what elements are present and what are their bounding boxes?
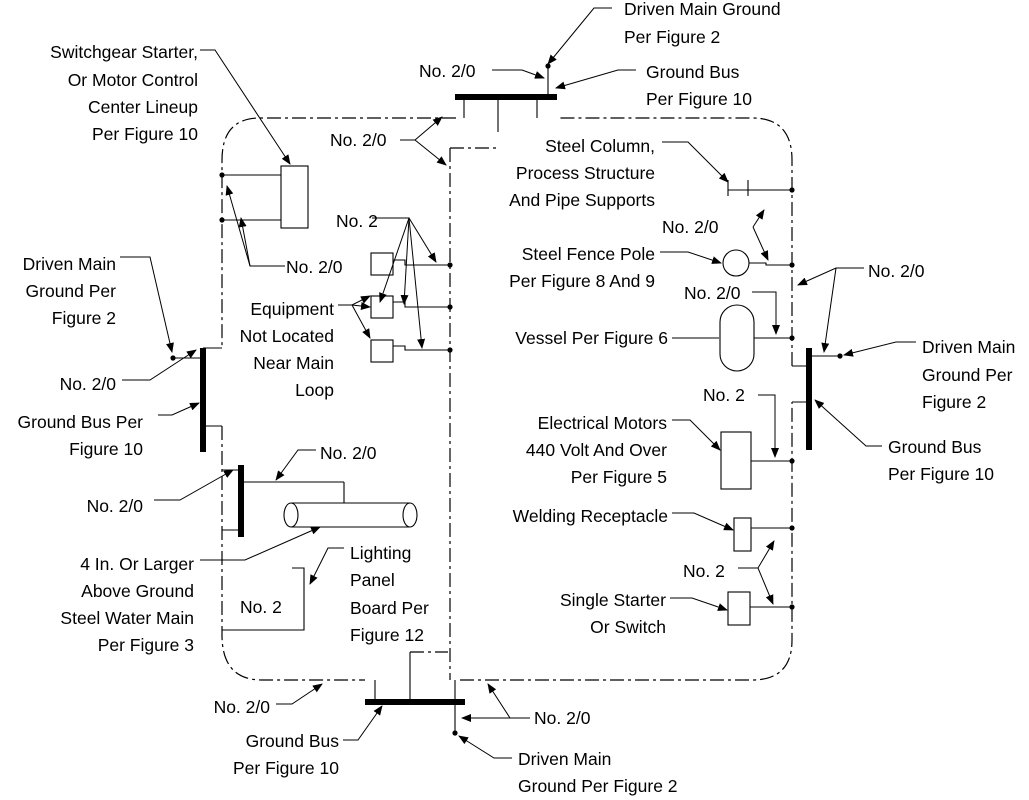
label-equipment-3: Near Main <box>253 353 334 373</box>
label-ground-bus-bottom-1: Ground Bus <box>246 731 340 751</box>
label-driven-main-left-1: Driven Main <box>23 254 116 274</box>
ground-bus-left <box>170 347 222 452</box>
label-ground-bus-top-2: Per Figure 10 <box>646 89 752 109</box>
label-no20-bottom-left: No. 2/0 <box>214 697 271 717</box>
label-no20-water-upper: No. 2/0 <box>320 443 377 463</box>
label-no20-upper-mid: No. 2/0 <box>330 130 387 150</box>
label-no2-lighting: No. 2 <box>240 597 282 617</box>
label-driven-main-right-1: Driven Main <box>922 337 1015 357</box>
label-steel-column-2: Process Structure <box>516 163 655 183</box>
label-steel-column-3: And Pipe Supports <box>509 190 655 210</box>
label-driven-main-ground-top-2: Per Figure 2 <box>624 27 720 47</box>
label-ground-bus-right-1: Ground Bus <box>888 437 982 457</box>
ground-bus-right <box>792 348 843 450</box>
label-no20-water-left: No. 2/0 <box>87 496 144 516</box>
label-steel-fence-2: Per Figure 8 And 9 <box>509 271 655 291</box>
label-lighting-2: Panel <box>350 570 395 590</box>
label-motors-2: 440 Volt And Over <box>526 440 667 460</box>
label-lighting-1: Lighting <box>350 543 411 563</box>
label-water-main-4: Per Figure 3 <box>98 635 194 655</box>
label-water-main-1: 4 In. Or Larger <box>80 554 194 574</box>
label-lighting-4: Figure 12 <box>350 625 424 645</box>
label-no20-right-bus: No. 2/0 <box>868 261 925 281</box>
lighting-panel <box>222 567 305 631</box>
label-switchgear-4: Per Figure 10 <box>92 124 198 144</box>
main-ground-loop <box>221 117 793 681</box>
label-equipment-1: Equipment <box>250 299 334 319</box>
label-no20-switchgear: No. 2/0 <box>286 257 343 277</box>
label-driven-main-ground-top-1: Driven Main Ground <box>624 0 781 19</box>
labels: Driven Main Ground Per Figure 2 No. 2/0 … <box>18 0 1016 796</box>
remote-equipment <box>370 252 453 363</box>
label-motors-1: Electrical Motors <box>538 413 668 433</box>
switchgear-box <box>219 165 309 229</box>
label-no20-bottom-right: No. 2/0 <box>534 708 591 728</box>
label-no20-vessel: No. 2/0 <box>684 283 741 303</box>
steel-column <box>727 180 795 196</box>
label-steel-fence-1: Steel Fence Pole <box>522 244 655 264</box>
label-no20-left-bus: No. 2/0 <box>60 374 117 394</box>
label-starter-1: Single Starter <box>560 590 666 610</box>
label-driven-main-right-2: Ground Per <box>922 365 1013 385</box>
leader-lines <box>120 7 916 759</box>
label-welding: Welding Receptacle <box>513 506 668 526</box>
water-main-pipe <box>283 502 418 528</box>
label-ground-bus-left-2: Figure 10 <box>69 439 143 459</box>
label-ground-bus-top-1: Ground Bus <box>646 62 740 82</box>
label-no2-equipment: No. 2 <box>336 211 378 231</box>
label-motors-3: Per Figure 5 <box>571 467 667 487</box>
label-driven-main-bottom-1: Driven Main <box>518 749 611 769</box>
label-ground-bus-left-1: Ground Bus Per <box>18 412 144 432</box>
label-switchgear-2: Or Motor Control <box>68 70 198 90</box>
fence-pole <box>722 249 795 277</box>
label-no20-top: No. 2/0 <box>419 61 476 81</box>
label-ground-bus-right-2: Per Figure 10 <box>888 464 994 484</box>
label-water-main-2: Above Ground <box>81 581 194 601</box>
welding-receptacle <box>733 517 795 552</box>
label-driven-main-right-3: Figure 2 <box>922 392 986 412</box>
label-equipment-4: Loop <box>295 380 334 400</box>
label-equipment-2: Not Located <box>240 326 334 346</box>
single-starter <box>727 591 795 626</box>
label-starter-2: Or Switch <box>590 617 666 637</box>
label-driven-main-left-3: Figure 2 <box>52 308 116 328</box>
label-switchgear-3: Center Lineup <box>88 97 198 117</box>
vessel <box>719 304 795 372</box>
label-vessel: Vessel Per Figure 6 <box>515 328 668 348</box>
label-no20-right-upper: No. 2/0 <box>662 217 719 237</box>
electrical-motor <box>720 431 795 490</box>
ground-bus-bottom <box>365 652 465 736</box>
label-steel-column-1: Steel Column, <box>545 136 655 156</box>
label-lighting-3: Board Per <box>350 598 429 618</box>
label-no2-motors: No. 2 <box>703 385 745 405</box>
label-ground-bus-bottom-2: Per Figure 10 <box>233 758 339 778</box>
label-switchgear-1: Switchgear Starter, <box>50 42 198 62</box>
label-driven-main-bottom-2: Ground Per Figure 2 <box>518 776 678 796</box>
label-driven-main-left-2: Ground Per <box>26 281 117 301</box>
label-water-main-3: Steel Water Main <box>60 608 194 628</box>
label-no2-starter: No. 2 <box>683 561 725 581</box>
